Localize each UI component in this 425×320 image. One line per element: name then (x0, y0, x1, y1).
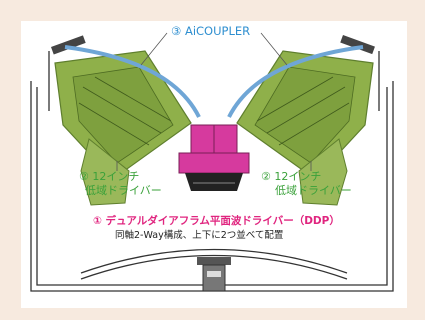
mount-bracket (197, 257, 231, 292)
woofer-left (51, 35, 192, 206)
woofer-left-label-line2: 低域ドライバー (85, 184, 162, 197)
aicoupler-waveguide (64, 45, 364, 118)
woofer-left-label-line1: ② 12インチ (79, 170, 140, 183)
speaker-cross-section-diagram (30, 32, 394, 292)
aicoupler-label: ③ AiCOUPLER (171, 24, 251, 38)
woofer-right (236, 34, 375, 206)
ddp-driver (178, 124, 250, 191)
ddp-note: 同軸2-Way構成、上下に2つ並べて配置 (115, 230, 284, 241)
ddp-label: ① デュアルダイアフラム平面波ドライバー（DDP） (93, 215, 340, 227)
woofer-right-label-line1: ② 12インチ (261, 170, 322, 183)
woofer-leader-lines (116, 161, 312, 171)
diagram-panel: ③ AiCOUPLER ② 12インチ 低域ドライバー ② 12インチ 低域ドラ… (21, 21, 407, 308)
aicoupler-leader-lines (140, 32, 288, 66)
woofer-right-label-line2: 低域ドライバー (275, 184, 352, 197)
